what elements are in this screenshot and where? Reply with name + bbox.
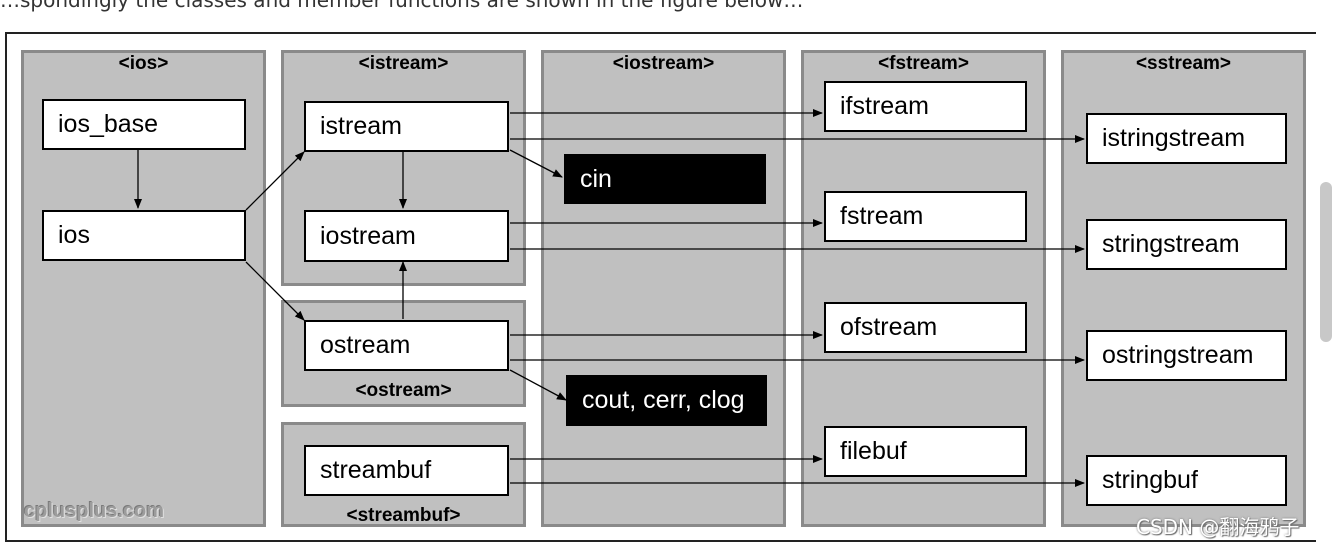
header-fstream: <fstream>: [878, 53, 969, 74]
node-stringstream: stringstream: [1086, 219, 1287, 270]
node-streambuf: streambuf: [304, 445, 509, 496]
panel-iostream: [541, 50, 786, 527]
node-istream: istream: [304, 101, 509, 152]
node-filebuf: filebuf: [824, 426, 1027, 477]
node-fstream: fstream: [824, 191, 1027, 242]
node-stringbuf: stringbuf: [1086, 455, 1287, 506]
csdn-watermark: CSDN @翻海鸦子: [1136, 515, 1300, 539]
page-text-fragment: …spondingly the classes and member funct…: [0, 0, 804, 12]
node-ostream: ostream: [304, 320, 509, 371]
header-sstream: <sstream>: [1135, 53, 1232, 74]
node-ifstream: ifstream: [824, 81, 1027, 132]
header-istream: <istream>: [358, 53, 449, 74]
node-iostream: iostream: [304, 210, 509, 262]
header-streambuf: <streambuf>: [346, 505, 461, 526]
header-ios: <ios>: [118, 53, 169, 74]
cplusplus-logo: cplusplus.com: [24, 500, 165, 522]
node-ios_base: ios_base: [42, 99, 246, 150]
header-ostream: <ostream>: [355, 380, 452, 401]
node-cin: cin: [564, 154, 766, 204]
node-ofstream: ofstream: [824, 302, 1027, 353]
header-iostream: <iostream>: [612, 53, 715, 74]
node-ostringstream: ostringstream: [1086, 330, 1287, 381]
node-istringstream: istringstream: [1086, 113, 1287, 164]
scrollbar-thumb[interactable]: [1320, 182, 1332, 342]
node-cout-cerr-clog: cout, cerr, clog: [566, 375, 767, 426]
node-ios: ios: [42, 210, 246, 261]
